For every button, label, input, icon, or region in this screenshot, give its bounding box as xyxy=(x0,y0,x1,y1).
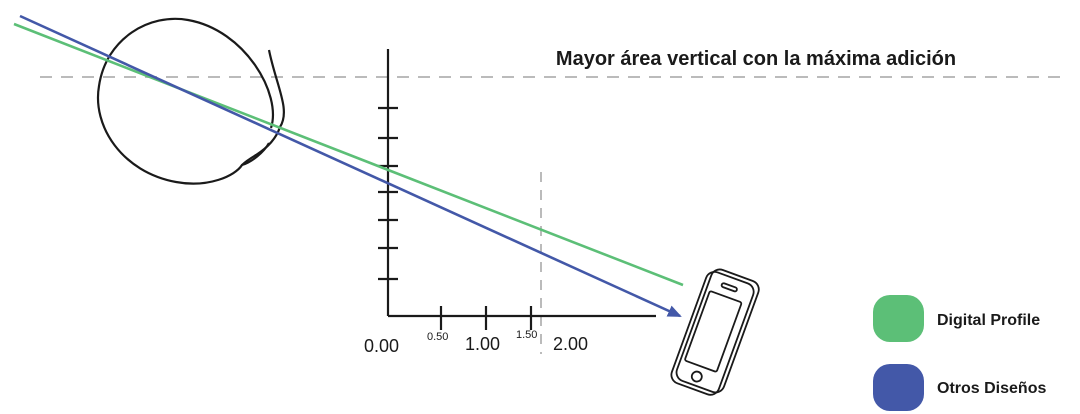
x-tick-label: 0.50 xyxy=(427,331,448,343)
eye-icon xyxy=(96,17,285,185)
diagram-title: Mayor área vertical con la máxima adició… xyxy=(556,48,956,70)
digital-profile-line xyxy=(13,22,684,287)
legend-label-otros-disenos: Otros Diseños xyxy=(937,380,1046,397)
x-tick-label: 1.00 xyxy=(465,334,500,354)
legend-swatch-otros-disenos xyxy=(873,364,924,411)
smartphone-icon xyxy=(670,268,760,396)
x-tick-label: 2.00 xyxy=(553,334,588,354)
x-tick-label: 0.00 xyxy=(364,336,399,356)
legend-swatch-digital-profile xyxy=(873,295,924,342)
chart-axes xyxy=(378,49,656,330)
legend-label-digital-profile: Digital Profile xyxy=(937,312,1040,329)
x-tick-label: 1.50 xyxy=(516,329,537,341)
legend: Digital Profile Otros Diseños xyxy=(873,295,1046,411)
otros-disenos-line xyxy=(19,14,682,318)
